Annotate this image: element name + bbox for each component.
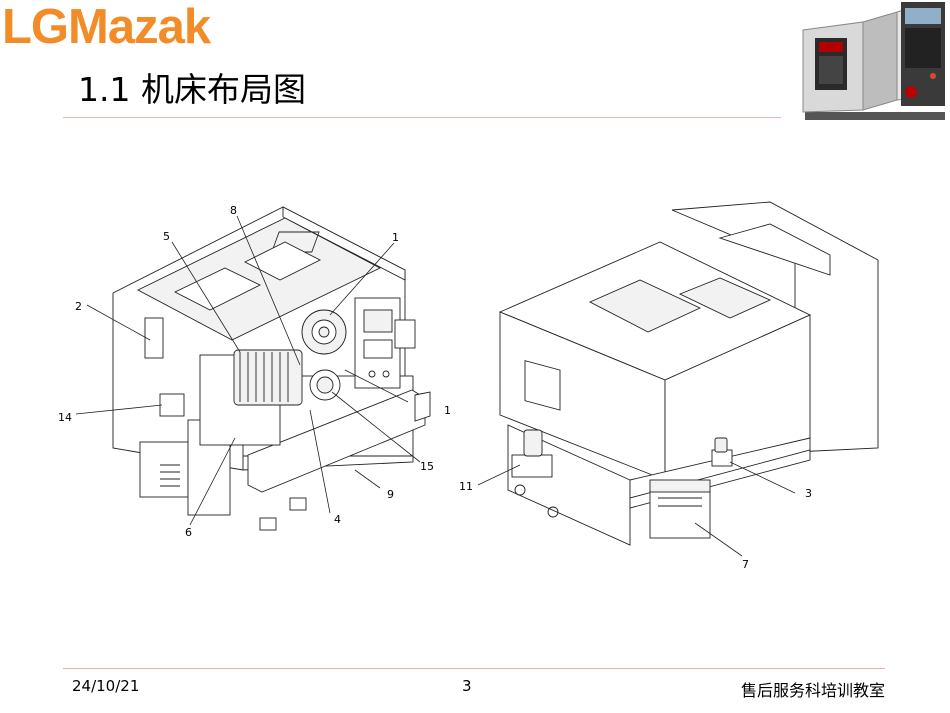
footer-date: 24/10/21 <box>72 677 140 695</box>
footer-divider <box>63 668 885 669</box>
front-view-callouts: 1 1 2 4 5 6 8 9 14 15 <box>58 204 451 539</box>
callout-8: 8 <box>230 204 237 217</box>
control-panel <box>354 297 401 389</box>
front-view-machine <box>112 206 431 531</box>
coolant-tank <box>649 479 711 539</box>
company-logo: LGMazak <box>2 0 211 54</box>
hydraulic-unit <box>511 429 559 518</box>
callout-1-upper: 1 <box>392 231 399 244</box>
machine-layout-diagram: 1 1 2 4 5 6 8 9 14 15 <box>58 201 879 571</box>
turret-housing <box>233 349 303 406</box>
callout-7: 7 <box>742 558 749 571</box>
callout-15: 15 <box>420 460 434 473</box>
callout-2: 2 <box>75 300 82 313</box>
callout-5: 5 <box>163 230 170 243</box>
callout-14: 14 <box>58 411 72 424</box>
page-number: 3 <box>462 677 472 695</box>
callout-3: 3 <box>805 487 812 500</box>
callout-1-lower: 1 <box>444 404 451 417</box>
slide-title: 1.1 机床布局图 <box>78 70 306 109</box>
rear-view-machine <box>498 201 879 546</box>
callout-11: 11 <box>459 480 473 493</box>
chuck-and-spindle <box>301 309 347 355</box>
callout-9: 9 <box>387 488 394 501</box>
header-divider <box>63 117 781 118</box>
machine-thumbnail-image <box>802 2 945 120</box>
callout-4: 4 <box>334 513 341 526</box>
footer-classroom-label: 售后服务科培训教室 <box>740 681 885 700</box>
rear-view-callouts: 3 7 11 <box>459 480 812 571</box>
callout-6: 6 <box>185 526 192 539</box>
